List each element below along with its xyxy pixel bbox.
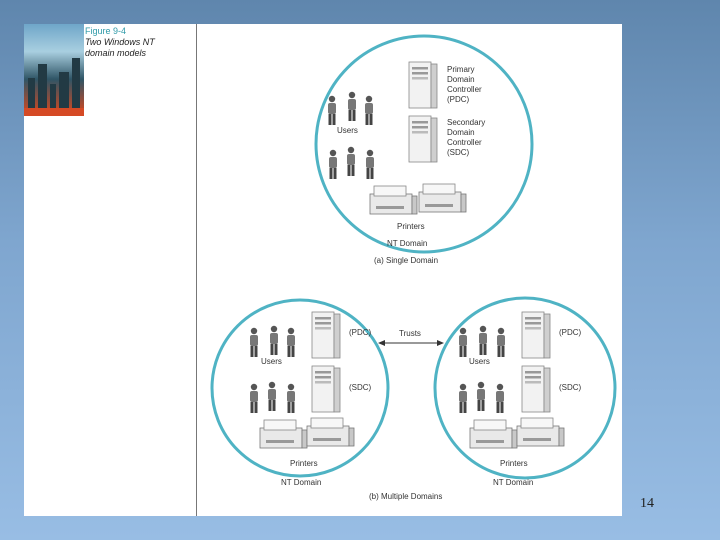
sdc-server-icon <box>408 115 438 163</box>
right-users-label: Users <box>469 357 490 366</box>
book-cover-thumbnail <box>24 24 84 116</box>
left-users-label: Users <box>261 357 282 366</box>
right-sdc-label: (SDC) <box>559 383 582 392</box>
multiple-domains-caption: (b) Multiple Domains <box>369 492 442 501</box>
left-sdc-server-icon <box>311 365 341 413</box>
pdc-label-line-2: Domain <box>447 75 475 84</box>
right-printers-label: Printers <box>500 459 528 468</box>
left-pdc-server-icon <box>311 311 341 359</box>
figure-number: Figure 9-4 <box>85 26 127 36</box>
left-users-group-top <box>250 325 295 357</box>
page-number: 14 <box>640 496 654 511</box>
sdc-label-line-3: Controller <box>447 138 482 147</box>
pdc-server-icon <box>408 61 438 109</box>
sdc-label-line-4: (SDC) <box>447 148 470 157</box>
pdc-label-line-3: Controller <box>447 85 482 94</box>
pdc-label-line-4: (PDC) <box>447 95 470 104</box>
right-pdc-label: (PDC) <box>559 328 582 337</box>
single-printers-label: Printers <box>397 222 425 231</box>
sdc-label-line-1: Secondary <box>447 118 485 127</box>
right-pdc-server-icon <box>521 311 551 359</box>
figure-title-line-2: domain models <box>85 48 147 58</box>
left-printers-icon <box>259 417 355 449</box>
single-users-group-top <box>328 91 373 125</box>
figure-caption: Figure 9-4 Two Windows NT domain models <box>85 26 195 59</box>
single-domain-caption: (a) Single Domain <box>374 256 438 265</box>
left-users-group-bottom <box>250 381 295 413</box>
single-users-label: Users <box>337 126 358 135</box>
single-domain-circle <box>314 34 534 254</box>
left-pdc-label: (PDC) <box>349 328 372 337</box>
single-printers-icon <box>369 183 467 215</box>
single-domain-label: NT Domain <box>387 239 427 248</box>
single-users-group-bottom <box>329 146 374 179</box>
nt-domain-diagram: Users Primary Domain Controller (PDC) Se… <box>210 34 617 501</box>
trusts-arrow <box>378 340 444 346</box>
left-printers-label: Printers <box>290 459 318 468</box>
left-sdc-label: (SDC) <box>349 383 372 392</box>
left-domain-circle <box>210 298 390 478</box>
right-users-group-top <box>459 325 505 357</box>
right-users-group-bottom <box>459 381 504 413</box>
right-printers-icon <box>469 417 565 449</box>
right-domain-label: NT Domain <box>493 478 533 487</box>
trusts-label: Trusts <box>399 329 421 338</box>
right-sdc-server-icon <box>521 365 551 413</box>
slide-card: Figure 9-4 Two Windows NT domain models <box>24 24 622 516</box>
figure-title-line-1: Two Windows NT <box>85 37 155 47</box>
left-domain-label: NT Domain <box>281 478 321 487</box>
pdc-label-line-1: Primary <box>447 65 475 74</box>
sdc-label-line-2: Domain <box>447 128 475 137</box>
right-domain-circle <box>433 296 617 480</box>
panel-divider <box>196 24 197 516</box>
